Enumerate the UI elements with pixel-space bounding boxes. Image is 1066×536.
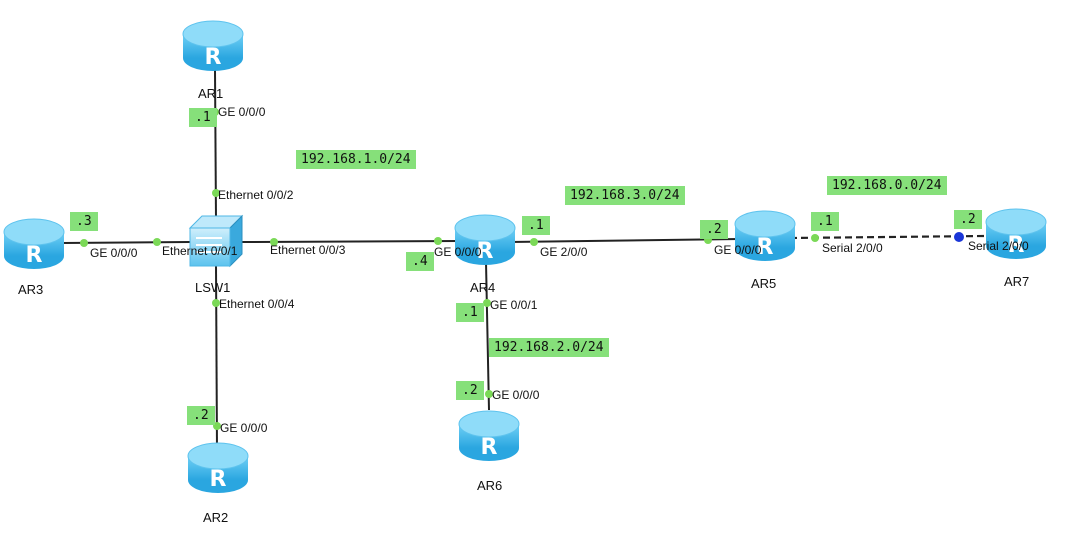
- host-id-ar7-net0: .2: [954, 210, 982, 229]
- device-name-ar4: AR4: [470, 280, 496, 295]
- router-glyph: R: [210, 467, 227, 492]
- router-glyph: R: [481, 435, 498, 460]
- port-dot-ar4-ge001: [483, 299, 491, 307]
- router-glyph: R: [1008, 233, 1025, 258]
- port-dot-ar6: [485, 390, 493, 398]
- device-name-ar3: AR3: [18, 282, 44, 297]
- device-name-ar5: AR5: [751, 276, 777, 291]
- device-name-ar7: AR7: [1004, 274, 1030, 289]
- host-id-ar5-net0: .1: [811, 212, 839, 231]
- port-dot-ar2: [213, 422, 221, 430]
- port-dot-ar3: [80, 239, 88, 247]
- device-name-lsw1: LSW1: [195, 280, 231, 295]
- port-dot-ar5-s200: [811, 234, 819, 242]
- port-dot-ar7-s200: [954, 232, 964, 242]
- link-ar4-ar6[interactable]: [485, 261, 490, 411]
- host-id-ar2: .2: [187, 406, 215, 425]
- port-label-ar4-ge200: GE 2/0/0: [540, 245, 588, 259]
- host-id-ar6-net2: .2: [456, 381, 484, 400]
- port-label-ar3-ge000: GE 0/0/0: [90, 246, 138, 260]
- port-dots: [80, 108, 964, 430]
- port-label-lsw-e001: Ethernet 0/0/1: [162, 244, 238, 258]
- link-lsw1-ar4[interactable]: [241, 240, 461, 243]
- port-dot-ar4-ge000: [434, 237, 442, 245]
- port-label-ar5-ge000: GE 0/0/0: [714, 243, 762, 257]
- port-label-ar1-ge000: GE 0/0/0: [218, 105, 266, 119]
- router-glyph: R: [477, 239, 494, 264]
- port-dot-lsw-e001: [153, 238, 161, 246]
- router-glyph: R: [205, 45, 222, 70]
- port-dot-lsw-e004: [212, 299, 220, 307]
- port-label-ar6-ge000: GE 0/0/0: [492, 388, 540, 402]
- device-name-ar1: AR1: [198, 86, 224, 101]
- port-label-ar5-s200: Serial 2/0/0: [822, 241, 883, 255]
- router-ar7-icon[interactable]: R: [985, 208, 1047, 259]
- switch-lsw1-icon[interactable]: [188, 214, 244, 268]
- port-label-lsw-e003: Ethernet 0/0/3: [270, 243, 346, 257]
- port-label-lsw-e004: Ethernet 0/0/4: [219, 297, 295, 311]
- host-id-ar1: .1: [189, 108, 217, 127]
- link-ar4-ar5[interactable]: [509, 238, 741, 243]
- port-dot-ar4-ge200: [530, 238, 538, 246]
- router-ar4-icon[interactable]: R: [454, 214, 516, 265]
- port-label-ar4-ge001: GE 0/0/1: [490, 298, 538, 312]
- link-lsw1-ar2[interactable]: [215, 264, 218, 451]
- host-id-ar5-net3: .2: [700, 220, 728, 239]
- router-ar3-icon[interactable]: R: [3, 218, 65, 269]
- router-ar5-icon[interactable]: R: [734, 210, 796, 261]
- router-ar6-icon[interactable]: R: [458, 410, 520, 461]
- router-ar2-icon[interactable]: R: [187, 442, 249, 493]
- network-label-192-168-1-0: 192.168.1.0/24: [296, 150, 416, 169]
- host-id-ar4-net3: .1: [522, 216, 550, 235]
- host-id-ar3: .3: [70, 212, 98, 231]
- port-label-lsw-e002: Ethernet 0/0/2: [218, 188, 294, 202]
- port-label-ar7-s200: Serial 2/0/0: [968, 239, 1029, 253]
- port-dot-lsw-e003: [270, 238, 278, 246]
- network-label-192-168-2-0: 192.168.2.0/24: [489, 338, 609, 357]
- network-label-192-168-3-0: 192.168.3.0/24: [565, 186, 685, 205]
- port-label-ar4-ge000: GE 0/0/0: [434, 245, 482, 259]
- router-ar1-icon[interactable]: R: [182, 20, 244, 71]
- device-name-ar2: AR2: [203, 510, 229, 525]
- network-label-192-168-0-0: 192.168.0.0/24: [827, 176, 947, 195]
- port-dot-lsw-e002: [212, 189, 220, 197]
- router-glyph: R: [757, 235, 774, 260]
- host-id-ar4-net1: .4: [406, 252, 434, 271]
- device-name-ar6: AR6: [477, 478, 503, 493]
- router-glyph: R: [26, 243, 43, 268]
- host-id-ar4-net2: .1: [456, 303, 484, 322]
- port-label-ar2-ge000: GE 0/0/0: [220, 421, 268, 435]
